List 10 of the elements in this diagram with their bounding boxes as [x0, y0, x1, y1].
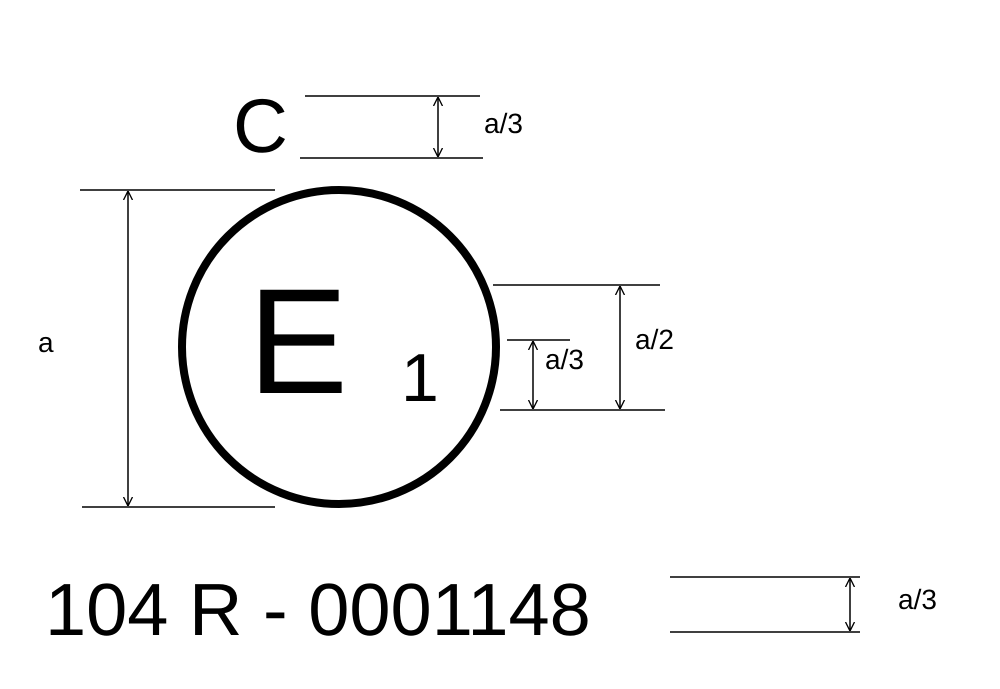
number-text: 1 [401, 344, 439, 412]
letter-text: E [248, 266, 348, 416]
dimension-label: a/2 [635, 326, 674, 354]
letter-label: C [233, 89, 288, 165]
dimension-label: a/3 [898, 586, 937, 614]
dimension-label: a/3 [545, 346, 584, 374]
dimension-label: a [38, 329, 54, 357]
approval-circle [178, 186, 500, 508]
dimension-label: a/3 [484, 110, 523, 138]
approval-number: 104 R - 0001148 [45, 573, 591, 647]
